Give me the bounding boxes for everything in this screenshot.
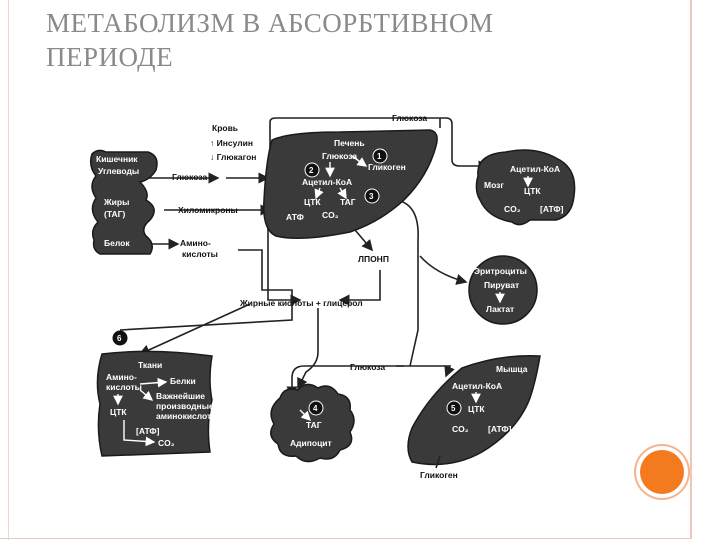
liver-tca: ЦТК (304, 197, 321, 207)
fatty-acids-label: Жирные кислоты + глицерол (239, 298, 363, 308)
tissue-deriv-3: аминокислот (156, 411, 211, 421)
muscle-glycogen-label: Гликоген (420, 470, 458, 480)
blood-label: Кровь (212, 123, 238, 133)
tissue-proteins: Белки (170, 376, 196, 386)
tissue-tca: ЦТК (110, 407, 127, 417)
arrow-fatty-tissue (138, 303, 251, 356)
adipose: 4 ТАГ Адипоцит (270, 383, 355, 463)
intestine-fats: Жиры (103, 197, 129, 207)
brain-title: Мозг (484, 180, 504, 190)
tissue-co2: CO₂ (158, 438, 175, 448)
title-line-1: МЕТАБОЛИЗМ В АБСОРБТИВНОМ (46, 8, 494, 38)
adipocyte-title: Адипоцит (290, 438, 332, 448)
tissue-title: Ткани (138, 360, 162, 370)
intestine-title: Кишечник (96, 154, 138, 164)
liver-title: Печень (334, 138, 365, 148)
rbc-title: Эритроциты (474, 266, 527, 276)
line-muscle-glycogen (435, 455, 441, 469)
muscle-glucose-label: Глюкоза (350, 362, 385, 372)
muscle-title: Мышца (496, 364, 528, 374)
line-liver-glucose-down (395, 199, 419, 367)
title-line-2: ПЕРИОДЕ (46, 42, 174, 72)
left-rule (8, 0, 9, 540)
arrow-glucose-rbc (419, 255, 468, 285)
arrow-fatty-adipose (297, 308, 319, 390)
liver: Печень Глюкоза Гликоген Ацетил-КоА ЦТК Т… (263, 129, 438, 239)
liver-tag: ТАГ (340, 197, 356, 207)
muscle-atp: [АТФ] (488, 424, 512, 434)
badge-3: 3 (369, 192, 374, 201)
muscle-co2: CO₂ (452, 424, 469, 434)
arrow-vldl-fatty (338, 270, 381, 306)
muscle-acetyl: Ацетил-КоА (452, 381, 502, 391)
brain-atp: [АТФ] (540, 204, 564, 214)
brain: Ацетил-КоА Мозг ЦТК CO₂ [АТФ] (475, 149, 576, 226)
brain-acetyl: Ацетил-КоА (510, 164, 560, 174)
rbc-pyruvate: Пируват (484, 280, 519, 290)
insulin-label: ↑ Инсулин (210, 138, 253, 148)
tissue-deriv-2: производные (156, 401, 214, 411)
brain-co2: CO₂ (504, 204, 521, 214)
glucagon-label: ↓ Глюкагон (210, 152, 256, 162)
slide-title: МЕТАБОЛИЗМ В АБСОРБТИВНОМ ПЕРИОДЕ (46, 6, 493, 74)
slide-frame (0, 0, 692, 539)
adipose-tag: ТАГ (306, 420, 322, 430)
tissue-amino-1: Амино- (106, 372, 137, 382)
red-blood-cells: Эритроциты Пируват Лактат (468, 255, 538, 325)
amino-label-1: Амино- (180, 238, 211, 248)
tissue-amino-2: кислоты (106, 382, 142, 392)
muscle: Мышца Ацетил-КоА ЦТК CO₂ [АТФ] 5 (407, 355, 541, 466)
tissue-deriv-1: Важнейшие (156, 391, 205, 401)
liver-co2: CO₂ (322, 210, 339, 220)
chylomicrons-label: Хиломикроны (178, 205, 238, 215)
badge-4: 4 (313, 404, 318, 413)
arrow-chylo-fatty (267, 216, 302, 306)
arrow-glucose-muscle (396, 365, 455, 378)
rbc-lactate: Лактат (486, 304, 514, 314)
badge-6: 6 (117, 334, 122, 343)
liver-glucose: Глюкоза (322, 151, 357, 161)
arrow-glucose-adipose (286, 365, 404, 398)
intestine-tag: (ТАГ) (104, 209, 125, 219)
intestine: Кишечник Углеводы Жиры (ТАГ) Белок (89, 149, 158, 255)
line-amino-tissue (119, 300, 293, 331)
intestine-protein: Белок (104, 238, 130, 248)
tissues: Ткани Амино- кислоты Белки Важнейшие про… (96, 330, 214, 457)
orange-circle-decoration (640, 450, 684, 494)
liver-acetyl: Ацетил-КоА (302, 177, 352, 187)
liver-glycogen: Гликоген (368, 162, 406, 172)
tissue-atp: [АТФ] (136, 426, 160, 436)
vldl-label: ЛПОНП (358, 254, 389, 264)
liver-atp: АТФ (286, 212, 304, 222)
badge-1: 1 (377, 152, 382, 161)
muscle-tca: ЦТК (468, 404, 485, 414)
glucose-top-label: Глюкоза (392, 113, 427, 123)
line-amino-down (238, 249, 293, 300)
glucose-arrow-label: Глюкоза (172, 172, 207, 182)
arrow-glucose-to-brain (269, 117, 490, 172)
amino-label-2: кислоты (182, 249, 218, 259)
brain-tca: ЦТК (524, 186, 541, 196)
badge-2: 2 (309, 166, 314, 175)
intestine-carbs: Углеводы (98, 166, 139, 176)
badge-5: 5 (451, 404, 456, 413)
